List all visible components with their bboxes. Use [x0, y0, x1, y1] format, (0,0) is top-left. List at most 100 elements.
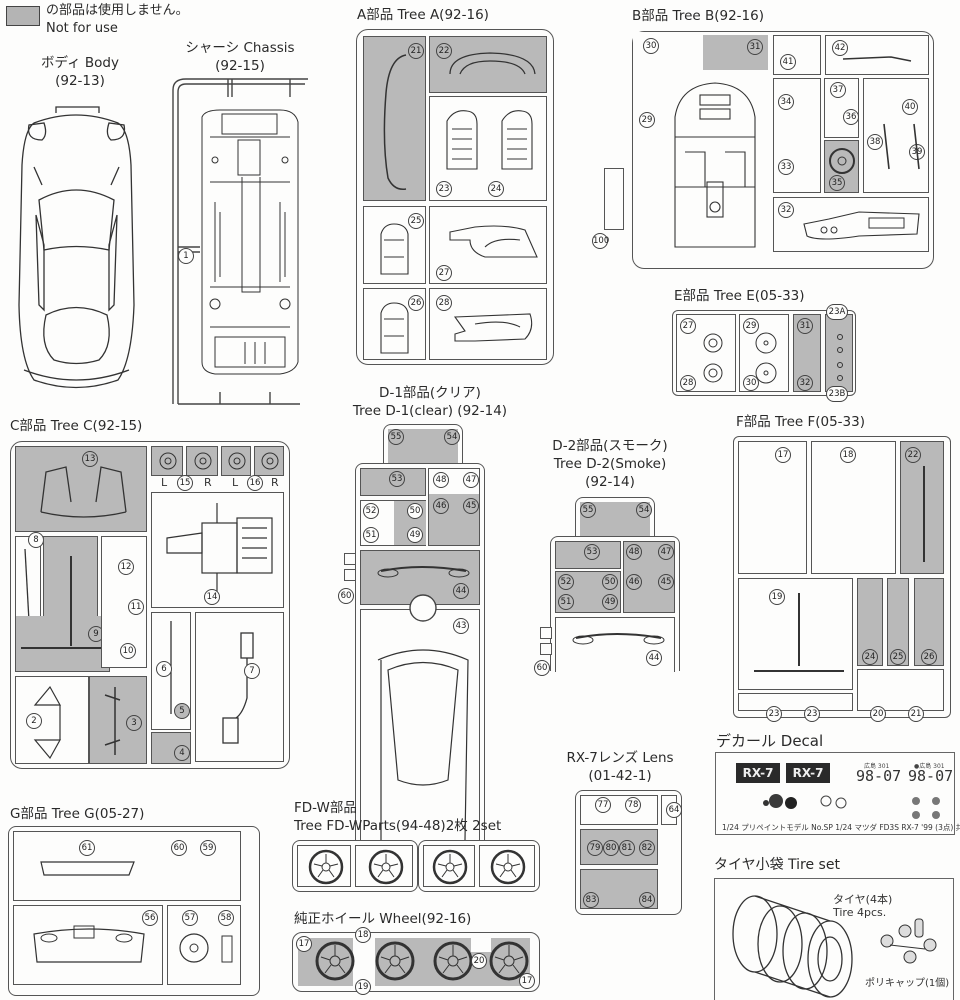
- part-cell: 21: [363, 36, 426, 201]
- tree-a-runner: 21 22 23 24 25 27 26: [356, 29, 554, 365]
- side-label: R: [271, 476, 279, 489]
- tree-d1-title-en: Tree D-1(clear) (92-14): [352, 403, 508, 419]
- part-number: 43: [453, 618, 469, 634]
- stabilizer-drawing: [21, 556, 106, 649]
- wheel-runner: 17 18 19 20 17: [292, 927, 540, 995]
- part-cell: 25: [363, 206, 426, 284]
- part-cell: 32: [773, 197, 929, 252]
- part-cell: [254, 446, 284, 476]
- part-cell: 23 24: [429, 96, 547, 201]
- part-number: 50: [407, 503, 423, 519]
- legend-en: Not for use: [46, 21, 118, 36]
- part-number: 29: [743, 318, 759, 334]
- brake-disc-drawing: [703, 333, 723, 383]
- part-number: 11: [128, 599, 144, 615]
- part-number: 25: [890, 649, 906, 665]
- part-number: 17: [296, 936, 312, 952]
- part-cell: 22: [900, 441, 944, 574]
- part-number: 38: [867, 134, 883, 150]
- spoiler-drawing: [40, 861, 135, 876]
- part-number: 13: [82, 451, 98, 467]
- part-number: 47: [463, 472, 479, 488]
- part-cell: 35: [824, 140, 859, 193]
- tree-g-runner: 61 60 59 56 57 58: [8, 826, 260, 996]
- wheel-drawing: [432, 849, 468, 885]
- part-cell: 22: [429, 36, 547, 93]
- part-cell: 83 84: [580, 869, 658, 909]
- lens-title: RX-7レンズ Lens: [566, 750, 674, 766]
- decal-marks: [763, 794, 940, 819]
- fd-w-title-jp: FD-W部品: [294, 800, 357, 816]
- part-number: 33: [778, 159, 794, 175]
- part-number: 6: [156, 661, 172, 677]
- part-number: 17: [519, 973, 535, 989]
- lens-code: (01-42-1): [588, 768, 652, 784]
- part-cell: 24: [857, 578, 883, 666]
- part-number: 21: [408, 43, 424, 59]
- part-drawing: [754, 593, 844, 672]
- part-number: 35: [829, 175, 845, 191]
- part-cell: 43: [360, 609, 480, 849]
- wheel-drawing: [368, 849, 404, 885]
- body-code: (92-13): [55, 73, 105, 89]
- part-number: 34: [778, 94, 794, 110]
- part-number: 46: [626, 574, 642, 590]
- chassis-runner: [172, 78, 308, 405]
- part-number: 18: [355, 927, 371, 943]
- part-cell: 52 50 51 49: [555, 571, 621, 613]
- part-cell: [479, 845, 535, 887]
- part-number: 83: [583, 892, 599, 908]
- exhaust-drawing: [222, 632, 254, 744]
- part-cell: 26: [363, 288, 426, 360]
- cockpit-drawing: [674, 82, 756, 248]
- part-cell: 7: [195, 612, 284, 762]
- part-number: 2: [26, 713, 42, 729]
- side-label: L: [161, 476, 168, 489]
- tree-d2-title-en: Tree D-2(Smoke): [553, 456, 667, 472]
- fd-w-title-en: Tree FD-WParts(94-48)2枚 2set: [294, 818, 502, 834]
- part-cell: 5 4: [151, 703, 191, 764]
- lens-runner: 77 78 64 79 80 81 82 83 84: [575, 790, 682, 915]
- part-cell: [344, 553, 356, 565]
- part-number: 60: [534, 660, 550, 676]
- part-number: 20: [471, 953, 487, 969]
- part-number: 37: [830, 82, 846, 98]
- body-drawing: [18, 106, 135, 389]
- tree-d1-runner: 53 48 47 46 45 52 50 51 49 44 43: [355, 463, 485, 849]
- part-cell: [423, 845, 475, 887]
- part-number: 55: [580, 502, 596, 518]
- part-cell: [825, 314, 853, 392]
- tree-f-runner: 17 18 22 19 24 25 26: [733, 436, 951, 718]
- rx7-badge: RX-7: [786, 763, 830, 783]
- part-cell: 18: [811, 441, 896, 574]
- side-label: L: [232, 476, 239, 489]
- part-cell: 52 50 51 49: [360, 500, 426, 546]
- part-number: 22: [905, 447, 921, 463]
- brake-disc-drawing: [261, 452, 279, 470]
- part-cell: [540, 627, 552, 639]
- not-for-use-swatch: [6, 6, 40, 26]
- part-cell: [151, 446, 183, 476]
- part-drawing: [923, 466, 925, 562]
- seat-drawing: [446, 110, 533, 170]
- part-cell: [857, 669, 944, 711]
- wheel-drawing: [433, 941, 473, 981]
- part-drawing: [383, 54, 407, 191]
- part-number: 100: [592, 233, 609, 249]
- part-number: 49: [407, 527, 423, 543]
- license-plate: 98-07: [856, 767, 902, 785]
- tree-d1-runner-top: 55 54: [383, 424, 463, 466]
- part-cell: 64: [661, 795, 682, 825]
- tree-c-runner: 13 L 15 R L 16 R 14 8 9 12 11 10: [10, 441, 290, 769]
- part-cell: 77 78: [580, 795, 658, 825]
- part-number: 44: [453, 583, 469, 599]
- part-number: 32: [778, 202, 794, 218]
- brake-disc-drawing: [194, 452, 212, 470]
- part-cell: 26: [914, 578, 944, 666]
- part-number: 4: [174, 745, 190, 761]
- part-number: 26: [408, 295, 424, 311]
- part-cell: 27: [429, 206, 547, 284]
- part-number: 40: [902, 99, 918, 115]
- tree-d2-title-jp: D-2部品(スモーク): [552, 438, 668, 454]
- chassis-code: (92-15): [215, 58, 265, 74]
